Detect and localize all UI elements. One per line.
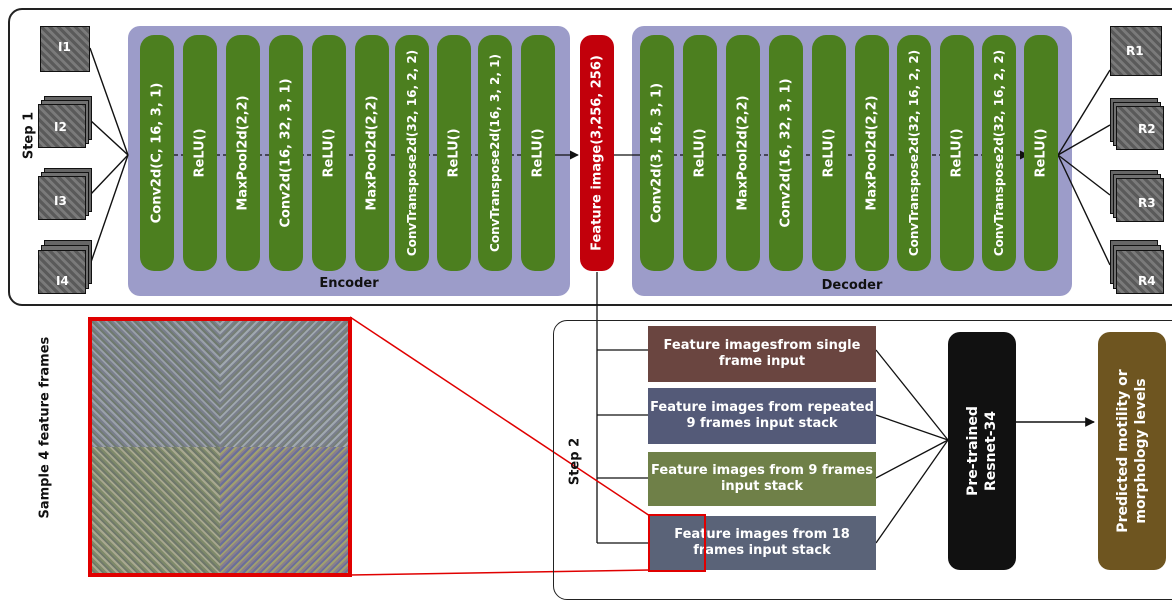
prediction-label: Predicted motility or morphology levels — [1115, 369, 1149, 533]
decoder-layer: MaxPool2d(2,2) — [726, 35, 760, 271]
encoder-layer: ReLU() — [437, 35, 471, 271]
encoder-layer: Conv2d(16, 32, 3, 1) — [269, 35, 303, 271]
resnet-label: Pre-trained Resnet-34 — [965, 406, 999, 496]
encoder-layer-label: Conv2d(16, 32, 3, 1) — [278, 78, 294, 228]
feature-set-18-frames: Feature images from 18 frames input stac… — [648, 516, 876, 570]
encoder-layer: ReLU() — [312, 35, 346, 271]
output-r3: R3 — [1110, 170, 1170, 224]
output-r4-label: R4 — [1138, 274, 1156, 288]
decoder-layer: ReLU() — [1024, 35, 1058, 271]
decoder-layer-label: ReLU() — [692, 128, 708, 178]
encoder-layer-label: ReLU() — [192, 128, 208, 178]
decoder-layer: ConvTranspose2d(32, 16, 2, 2) — [897, 35, 931, 271]
input-i4: I4 — [38, 240, 94, 294]
decoder-layer-label: ConvTranspose2d(32, 16, 2, 2) — [992, 49, 1006, 257]
decoder-layer-label: MaxPool2d(2,2) — [735, 95, 751, 211]
encoder-layer: MaxPool2d(2,2) — [355, 35, 389, 271]
input-i3: I3 — [38, 168, 94, 220]
encoder-layer-label: ConvTranspose2d(32, 16, 2, 2) — [405, 49, 419, 257]
feature-set-label: Feature images from 9 frames input stack — [651, 463, 873, 494]
decoder-layer-label: MaxPool2d(2,2) — [864, 95, 880, 211]
decoder-label: Decoder — [821, 278, 883, 293]
input-i2-label: I2 — [54, 120, 67, 134]
output-r3-label: R3 — [1138, 196, 1156, 210]
resnet-block: Pre-trained Resnet-34 — [948, 332, 1016, 570]
feature-set-repeated-9: Feature images from repeated 9 frames in… — [648, 388, 876, 444]
decoder-layer: ReLU() — [940, 35, 974, 271]
input-i4-label: I4 — [56, 274, 69, 288]
input-i1: I1 — [40, 26, 90, 72]
output-r1: R1 — [1110, 26, 1164, 78]
decoder-layer: Conv2d(3, 16, 3, 1) — [640, 35, 674, 271]
decoder-layer-label: Conv2d(3, 16, 3, 1) — [649, 82, 665, 224]
output-r2-label: R2 — [1138, 122, 1156, 136]
encoder-layer: ReLU() — [521, 35, 555, 271]
input-i2: I2 — [38, 96, 94, 148]
feature-set-label: Feature imagesfrom single frame input — [663, 338, 861, 369]
zoom-highlight-box — [648, 514, 706, 572]
decoder-layer: ReLU() — [812, 35, 846, 271]
step2-label: Step 2 — [567, 437, 583, 486]
feature-set-single-frame: Feature imagesfrom single frame input — [648, 326, 876, 382]
feature-set-9-frames: Feature images from 9 frames input stack — [648, 452, 876, 506]
decoder-layer-label: ReLU() — [821, 128, 837, 178]
output-r1-label: R1 — [1126, 44, 1144, 58]
encoder-layer-label: ReLU() — [530, 128, 546, 178]
output-r2: R2 — [1110, 98, 1170, 152]
decoder-layer-label: ReLU() — [949, 128, 965, 178]
decoder-layer: ConvTranspose2d(32, 16, 2, 2) — [982, 35, 1016, 271]
output-r4: R4 — [1110, 240, 1170, 294]
feature-image-block: Feature image(3,256, 256) — [580, 35, 614, 271]
decoder-layer: Conv2d(16, 32, 3, 1) — [769, 35, 803, 271]
encoder-layer: Conv2d(C, 16, 3, 1) — [140, 35, 174, 271]
encoder-layer-label: ReLU() — [321, 128, 337, 178]
encoder-layer: ConvTranspose2d(16, 3, 2, 1) — [478, 35, 512, 271]
feature-image-label: Feature image(3,256, 256) — [589, 55, 605, 251]
feature-set-label: Feature images from repeated 9 frames in… — [650, 400, 874, 431]
decoder-layer: ReLU() — [683, 35, 717, 271]
input-i3-label: I3 — [54, 194, 67, 208]
encoder-layer-label: ReLU() — [446, 128, 462, 178]
encoder-layer-label: MaxPool2d(2,2) — [364, 95, 380, 211]
prediction-block: Predicted motility or morphology levels — [1098, 332, 1166, 570]
decoder-layer-label: ReLU() — [1033, 128, 1049, 178]
input-i1-label: I1 — [58, 40, 71, 54]
decoder-layer-label: Conv2d(16, 32, 3, 1) — [778, 78, 794, 228]
decoder-layer-label: ConvTranspose2d(32, 16, 2, 2) — [907, 49, 921, 257]
encoder-layer-label: Conv2d(C, 16, 3, 1) — [149, 82, 165, 224]
sample-feature-frames-image — [88, 317, 352, 577]
encoder-layer-label: ConvTranspose2d(16, 3, 2, 1) — [488, 54, 502, 252]
encoder-layer: ConvTranspose2d(32, 16, 2, 2) — [395, 35, 429, 271]
encoder-layer: MaxPool2d(2,2) — [226, 35, 260, 271]
step1-container — [8, 8, 1172, 306]
encoder-label: Encoder — [319, 276, 379, 291]
feature-set-label: Feature images from 18 frames input stac… — [674, 527, 850, 558]
decoder-layer: MaxPool2d(2,2) — [855, 35, 889, 271]
encoder-layer: ReLU() — [183, 35, 217, 271]
sample-label: Sample 4 feature frames — [37, 336, 53, 519]
encoder-layer-label: MaxPool2d(2,2) — [235, 95, 251, 211]
